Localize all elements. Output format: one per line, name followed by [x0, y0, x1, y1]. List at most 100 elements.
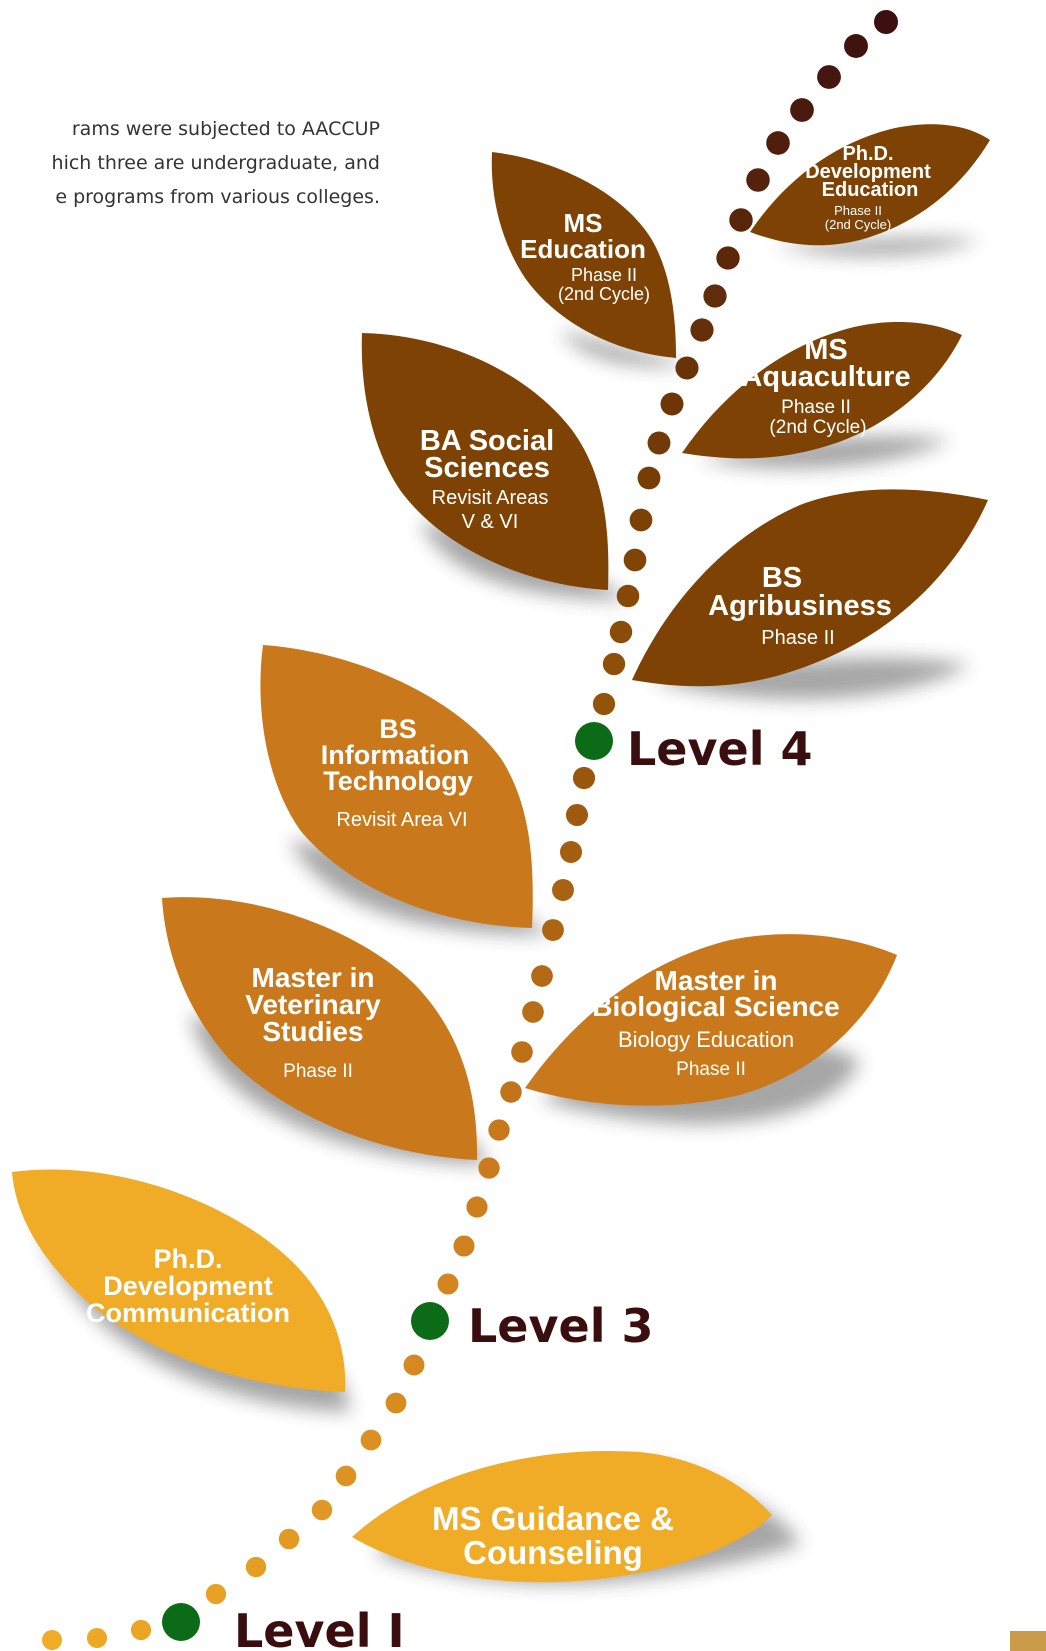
vine-dot: [844, 34, 868, 58]
leaf-title-line: Information: [321, 740, 470, 770]
leaf-title-line: Biological Science: [592, 991, 839, 1022]
vine-dot: [311, 1499, 333, 1521]
leaf-title-line: Agribusiness: [708, 590, 892, 622]
vine-dot: [500, 1081, 522, 1103]
leaf-detail-line: Revisit Areas: [432, 487, 549, 509]
leaf-title-line: Counseling: [463, 1534, 643, 1571]
leaf-detail-line: Phase II: [834, 203, 882, 218]
leaf-title-line: BS: [762, 562, 802, 594]
leaf-shape: [682, 321, 962, 459]
level-dot: [162, 1603, 200, 1641]
vine-dots: [42, 10, 898, 1650]
vine-dot: [385, 1392, 407, 1414]
leaf-detail-line: Phase II: [781, 397, 851, 418]
vine-dot: [531, 965, 553, 987]
vine-dot: [572, 766, 596, 790]
vine-dot: [488, 1119, 510, 1141]
leaf-detail-line: (2nd Cycle): [558, 284, 650, 304]
leaf-title-line: MS Guidance &: [432, 1500, 674, 1537]
vine-dot: [746, 168, 770, 192]
intro-line: e programs from various colleges.: [55, 186, 380, 208]
intro-line: hich three are undergraduate, and: [51, 152, 380, 174]
vine-dot: [86, 1627, 108, 1649]
leaf-detail-line: (2nd Cycle): [769, 417, 866, 438]
leaf-detail-line: Phase II: [676, 1059, 746, 1080]
vine-dot: [623, 548, 647, 572]
leaf-title-line: Master in: [252, 962, 375, 993]
leaf-ms-education: MS Education Phase II (2nd Cycle): [491, 152, 676, 358]
leaf-shape: [491, 152, 676, 358]
leaf-detail-line: Phase II: [571, 265, 637, 285]
leaf-detail-line: Phase II: [283, 1061, 353, 1082]
leaf-shape: [361, 333, 609, 590]
leaf-detail-line: Revisit Area VI: [336, 809, 467, 831]
vine-dot: [42, 1630, 62, 1650]
leaf-title-line: Education: [822, 179, 919, 201]
level-label: Level 4: [627, 722, 812, 776]
level-dot: [411, 1302, 449, 1340]
leaf-title-line: MS: [804, 334, 848, 366]
vine-dot: [874, 10, 898, 34]
vine-dot: [629, 508, 653, 532]
vine-dot: [660, 392, 684, 416]
vine-dot: [609, 620, 633, 644]
leaf-phd-development-communication: Ph.D. Development Communication: [12, 1169, 346, 1392]
level-marker-level4: Level 4: [575, 722, 812, 776]
leaf-master-veterinary-studies: Master in Veterinary Studies Phase II: [162, 897, 478, 1160]
level-marker-level3: Level 3: [411, 1299, 653, 1353]
vine-dot: [790, 98, 814, 122]
vine-dot: [647, 431, 671, 455]
vine-dot: [335, 1465, 357, 1487]
vine-dot: [278, 1528, 300, 1550]
vine-dot: [565, 803, 589, 827]
vine-dot: [542, 919, 564, 941]
leaf-title-line: Development: [103, 1271, 273, 1301]
level-label: Level I: [234, 1604, 405, 1651]
page-corner-tab: [1010, 1631, 1046, 1651]
level-marker-level1: Level I: [162, 1603, 405, 1651]
leaf-shape: [162, 897, 478, 1160]
leaf-master-biological-science: Master in Biological Science Biology Edu…: [525, 934, 897, 1106]
vine-dot: [437, 1273, 459, 1295]
vine-dot: [466, 1196, 488, 1218]
vine-dot: [729, 208, 753, 232]
leaf-detail-line: Biology Education: [618, 1027, 794, 1052]
vine-dot: [511, 1041, 533, 1063]
vine-dot: [766, 131, 790, 155]
leaf-shape: [352, 1451, 772, 1583]
leaf-shape: [12, 1169, 346, 1392]
leaf-title-line: Development: [805, 161, 931, 183]
leaf-title-line: Technology: [323, 766, 473, 796]
vine-dot: [403, 1354, 425, 1376]
leaf-phd-development-education: Ph.D. Development Education Phase II (2n…: [750, 124, 990, 246]
vine-dot: [453, 1235, 475, 1257]
leaf-detail-line: (2nd Cycle): [825, 217, 891, 232]
leaf-title-line: Studies: [262, 1016, 363, 1047]
vine-dot: [817, 65, 841, 89]
vine-dot: [478, 1157, 500, 1179]
leaf-title-line: Sciences: [424, 452, 550, 484]
vine-dot: [675, 356, 699, 380]
leaf-title-line: BA Social: [420, 425, 554, 457]
leaf-shape: [750, 124, 990, 246]
leaf-title-line: Ph.D.: [153, 1244, 222, 1274]
vine-dot: [616, 584, 640, 608]
vine-dot: [560, 841, 582, 863]
leaf-bs-agribusiness: BS Agribusiness Phase II: [632, 489, 988, 687]
vine-dot: [245, 1556, 267, 1578]
level-label: Level 3: [468, 1299, 653, 1353]
vine-dot: [130, 1619, 152, 1641]
leaf-title-line: MS: [564, 208, 603, 238]
vine-dot: [703, 284, 727, 308]
leaf-shape: [632, 489, 988, 687]
leaf-ms-aquaculture: MS Aquaculture Phase II (2nd Cycle): [682, 321, 962, 459]
vine-dot: [637, 466, 661, 490]
vine-dot: [592, 692, 616, 716]
vine-dot: [716, 246, 740, 270]
level-dot: [575, 722, 613, 760]
leaf-ba-social-sciences: BA Social Sciences Revisit Areas V & VI: [361, 333, 609, 590]
vine-dot: [602, 652, 626, 676]
leaf-title-line: Ph.D.: [842, 143, 893, 165]
leaf-title-line: Communication: [86, 1298, 290, 1328]
